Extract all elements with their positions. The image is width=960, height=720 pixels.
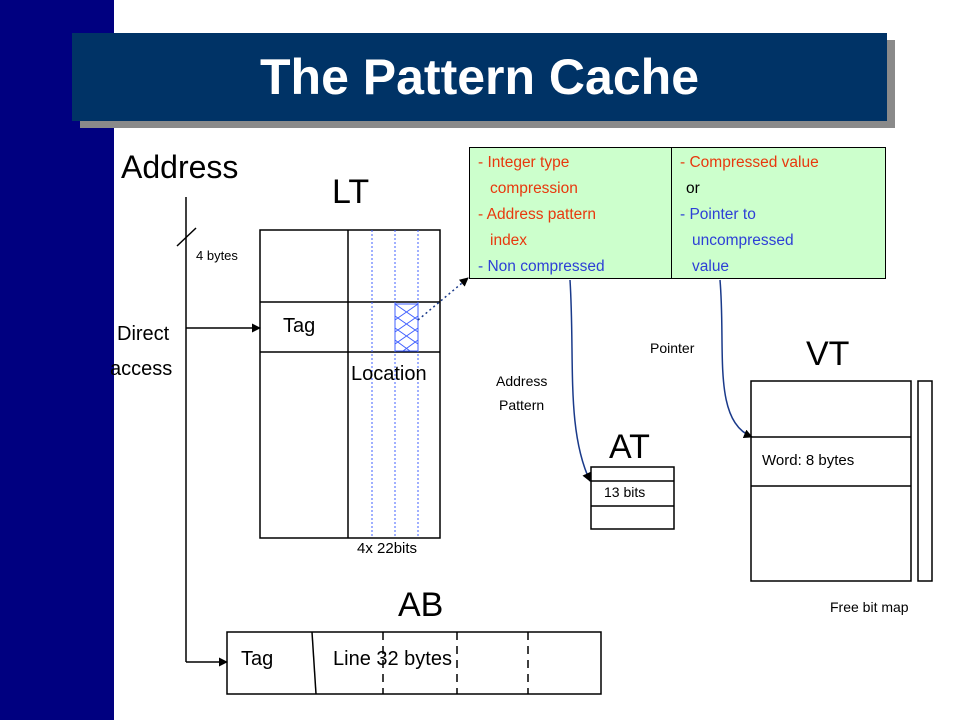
at-bits-label: 13 bits	[604, 484, 646, 500]
left-box-line-3: - Address pattern	[478, 206, 597, 223]
address-pattern-label-line2: Pattern	[499, 397, 545, 413]
lt-entry-type-box: - Integer type compression - Address pat…	[469, 147, 672, 279]
right-box-line-3: - Pointer to	[680, 206, 756, 223]
right-box-line-5: value	[692, 258, 730, 275]
lt-label: LT	[332, 173, 370, 211]
vt-table	[750, 380, 912, 582]
left-box-line-5: - Non compressed	[478, 258, 605, 275]
access-label: access	[110, 358, 173, 380]
free-bit-map-label: Free bit map	[830, 599, 909, 615]
ab-table	[226, 631, 602, 695]
pointer-label: Pointer	[650, 340, 695, 356]
direct-label: Direct	[117, 323, 170, 345]
lt-table	[259, 229, 441, 539]
right-box-line-1: - Compressed value	[680, 154, 819, 171]
ab-line-label: Line 32 bytes	[333, 648, 452, 670]
at-label: AT	[609, 428, 650, 466]
address-label: Address	[121, 149, 239, 185]
free-bit-map-bar	[917, 380, 933, 582]
address-pattern-arrow	[569, 279, 591, 482]
four-bytes-label: 4 bytes	[196, 248, 238, 263]
left-box-line-1: - Integer type	[478, 154, 570, 171]
address-width-slash	[176, 227, 197, 247]
lt-bits-label: 4x 22bits	[357, 540, 418, 557]
vt-word-label: Word: 8 bytes	[762, 452, 855, 469]
location-link-arrow	[417, 277, 469, 321]
title-band: The Pattern Cache	[72, 33, 887, 121]
at-table	[590, 466, 675, 530]
lt-tag-label: Tag	[283, 315, 316, 337]
left-box-line-2: compression	[490, 180, 578, 197]
ab-label: AB	[398, 586, 444, 624]
pointer-arrow	[719, 279, 753, 438]
right-box-line-4: uncompressed	[692, 232, 794, 249]
lt-entry-value-box: - Compressed value or - Pointer to uncom…	[671, 147, 886, 279]
vt-label: VT	[806, 335, 850, 373]
address-pattern-label-line1: Address	[496, 373, 548, 389]
left-box-line-4: index	[490, 232, 528, 249]
location-label: Location	[351, 363, 427, 385]
right-box-line-2: or	[686, 180, 700, 197]
ab-tag-label: Tag	[241, 648, 274, 670]
slide-title: The Pattern Cache	[259, 49, 699, 105]
